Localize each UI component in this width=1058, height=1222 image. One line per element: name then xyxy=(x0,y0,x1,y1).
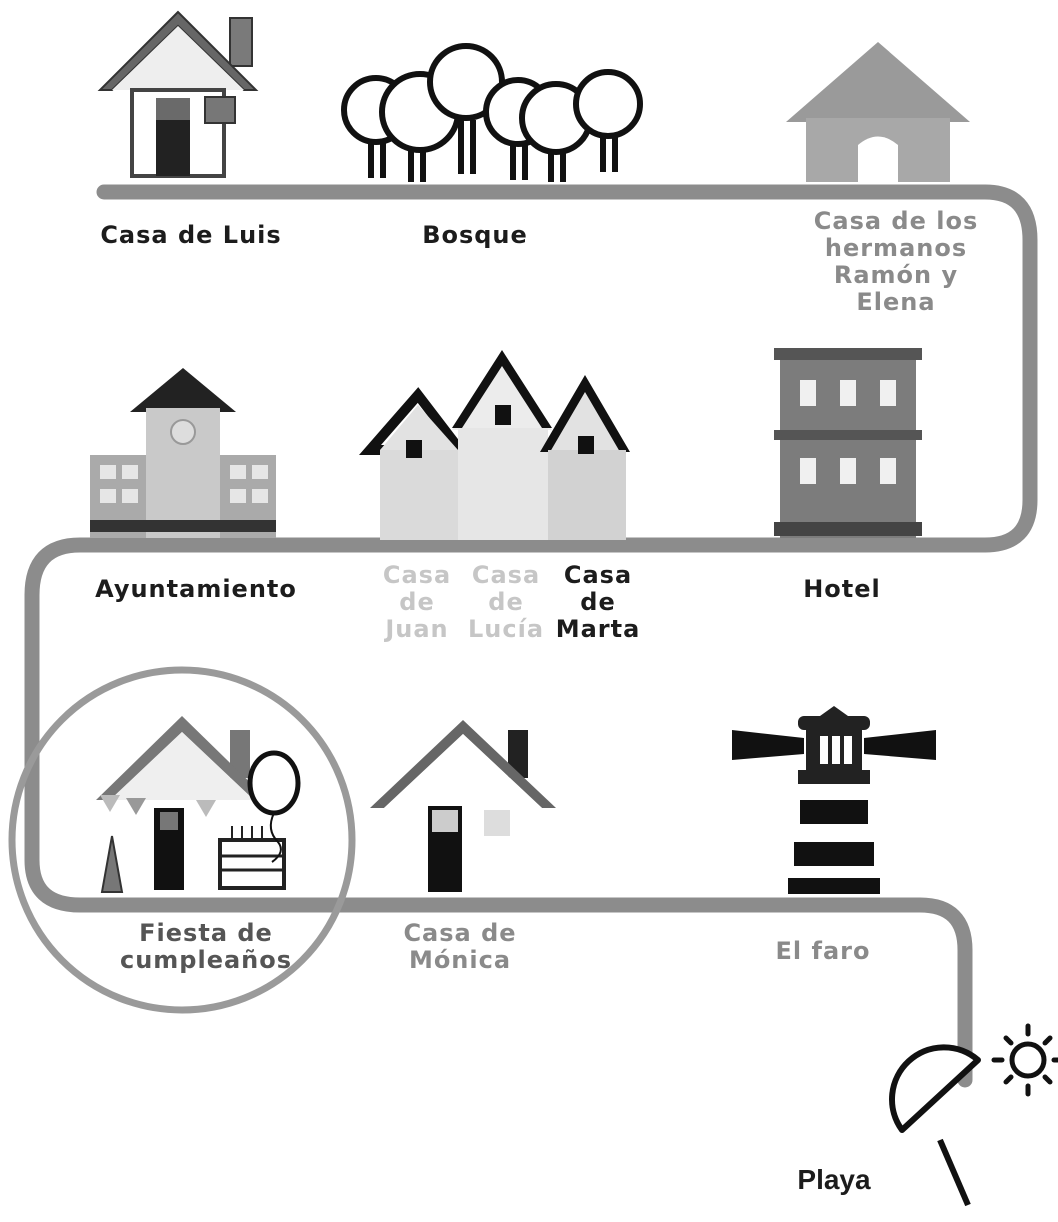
label-playa: Playa xyxy=(797,1164,871,1195)
fiesta-icon xyxy=(8,666,356,1014)
road-path xyxy=(24,184,1038,1088)
label-casa-juan: Casa de Juan xyxy=(382,561,452,643)
casas-juan-lucia-marta-icon xyxy=(359,350,630,540)
hotel-icon xyxy=(774,348,922,538)
faro-icon xyxy=(732,706,936,894)
label-casa-marta: Casa de Marta xyxy=(555,561,641,643)
label-casa-luis: Casa de Luis xyxy=(100,221,282,249)
label-casa-lucia: Casa de Lucía xyxy=(467,561,545,643)
label-fiesta: Fiesta de cumpleaños xyxy=(119,919,293,974)
label-faro: El faro xyxy=(775,937,871,965)
label-bosque: Bosque xyxy=(422,221,528,249)
label-casa-monica: Casa de Mónica xyxy=(403,919,517,974)
ayuntamiento-icon xyxy=(90,368,276,538)
bosque-icon xyxy=(341,43,643,182)
playa-icon xyxy=(889,1044,981,1207)
label-hotel: Hotel xyxy=(803,575,881,603)
casa-hermanos-icon xyxy=(786,42,970,182)
label-casa-hermanos: Casa de los hermanos Ramón y Elena xyxy=(813,207,979,316)
label-ayuntamiento: Ayuntamiento xyxy=(95,575,297,603)
casa-monica-icon xyxy=(370,720,556,892)
casa-luis-icon xyxy=(97,10,259,178)
sun-icon xyxy=(991,1023,1058,1097)
